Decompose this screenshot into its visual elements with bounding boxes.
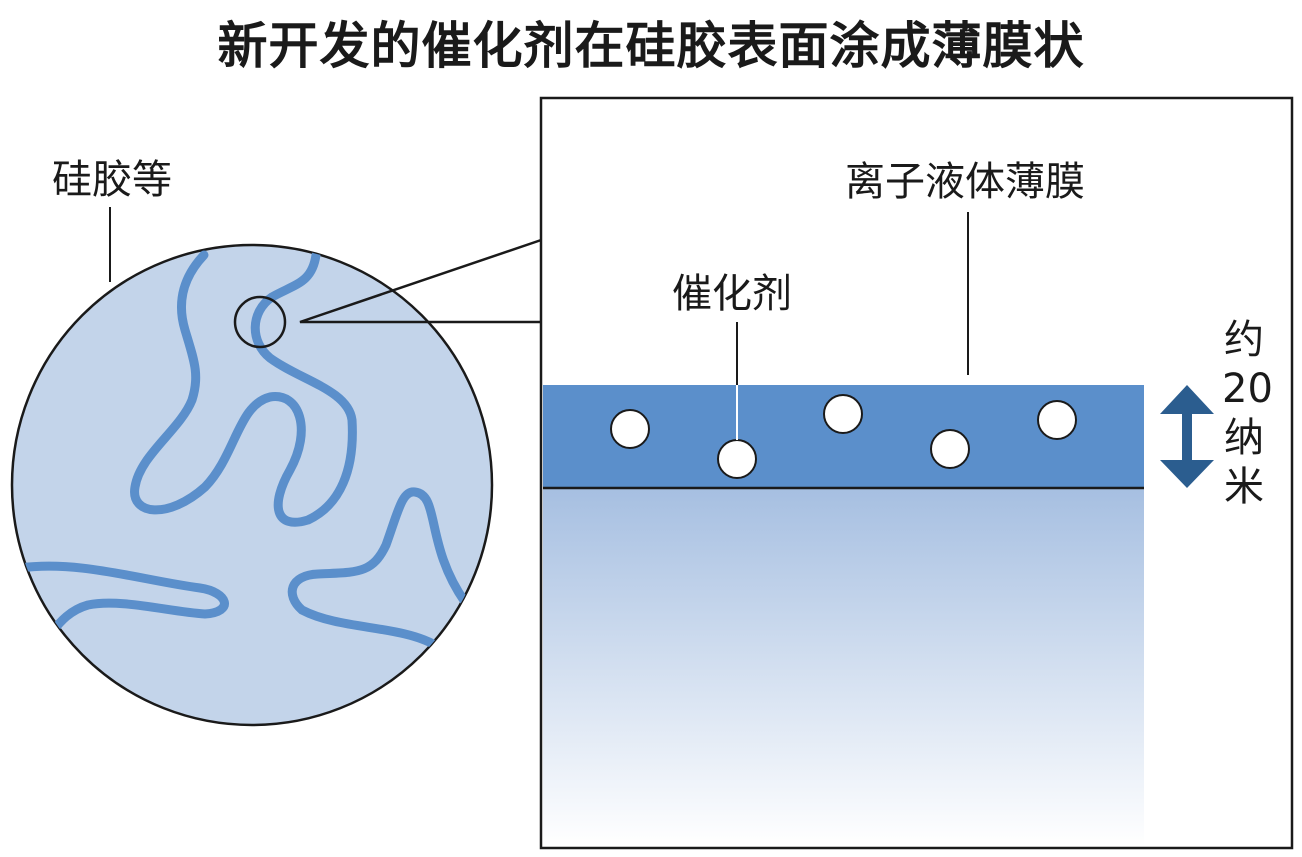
thickness-arrow: [1160, 385, 1214, 488]
thickness-label-char: 纳: [1224, 415, 1264, 461]
diagram-title: 新开发的催化剂在硅胶表面涂成薄膜状: [217, 17, 1085, 75]
callout-wedge: [299, 235, 551, 324]
catalyst-particle: [1037, 400, 1077, 440]
silica-label: 硅胶等: [52, 157, 172, 203]
pore-channel: [287, 487, 470, 650]
catalyst-particle: [930, 429, 970, 469]
ionic-liquid-film-label: 离子液体薄膜: [845, 159, 1085, 205]
thickness-label: 约 20 纳 米: [1222, 316, 1273, 512]
thickness-label-char: 20: [1222, 366, 1273, 412]
pore-channel: [130, 250, 357, 527]
thickness-label-char: 约: [1224, 317, 1264, 363]
silica-bulk: [543, 488, 1144, 846]
magnifier-circle: [233, 295, 287, 349]
catalyst-particle: [823, 394, 863, 434]
silica-particle: [10, 207, 494, 727]
pore-channel: [15, 561, 229, 637]
thickness-label-char: 米: [1224, 464, 1264, 510]
catalyst-label: 催化剂: [672, 271, 792, 317]
zoom-panel: [539, 96, 1294, 850]
silica-circle: [10, 243, 494, 727]
catalyst-particle: [610, 409, 650, 449]
catalyst-particle: [717, 439, 757, 479]
